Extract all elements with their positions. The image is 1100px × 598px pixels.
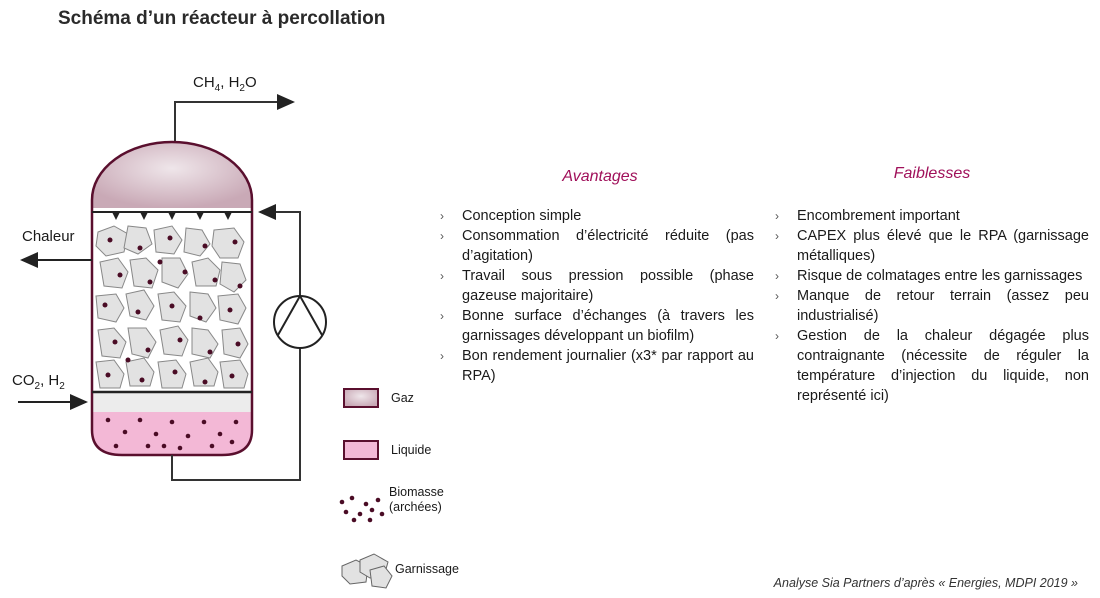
chevron-right-icon: › [440,309,444,323]
gas-outlet-pipe [174,94,295,145]
gas-layer-lower [92,392,252,412]
legend-gaz-swatch [343,388,379,408]
spray-nozzles [112,212,232,220]
avantages-list: ›Conception simple ›Consommation d’élect… [440,206,754,386]
chevron-right-icon: › [440,209,444,223]
packing-bed [95,225,249,389]
legend-liquide-label: Liquide [391,443,432,457]
avantages-heading: Avantages [562,168,638,185]
legend-garnissage-cubes [341,553,393,589]
gas-headspace [92,142,252,208]
chevron-right-icon: › [775,329,779,343]
chevron-right-icon: › [440,349,444,363]
recirculation-loop [171,204,301,481]
gas-inlet-label: CO2, H2 [12,372,65,392]
chevron-right-icon: › [775,229,779,243]
list-item: ›Gestion de la chaleur dégagée plus cont… [775,328,1089,404]
legend-garnissage-label: Garnissage [395,562,459,576]
biomass-dots-liquid [105,417,239,451]
list-item: ›Manque de retour terrain (assez peu ind… [775,288,1089,324]
legend-biomasse-dots [339,495,385,523]
biomass-dots-bed [102,235,243,385]
chevron-right-icon: › [440,229,444,243]
legend-liquide-swatch [343,440,379,460]
faiblesses-heading: Faiblesses [893,165,971,182]
source-note: Analyse Sia Partners d’après « Energies,… [773,576,1078,590]
legend-gaz-label: Gaz [391,391,414,405]
vessel-outline [90,140,254,457]
pump [273,293,327,349]
chevron-right-icon: › [775,269,779,283]
chevron-right-icon: › [440,269,444,283]
heat-label: Chaleur [22,228,75,245]
page-title: Schéma d’un réacteur à percollation [58,8,386,29]
list-item: ›Bonne surface d’échanges (à travers les… [440,308,754,344]
chevron-right-icon: › [775,289,779,303]
list-item: ›Consommation d’électricité réduite (pas… [440,228,754,264]
list-item: ›Bon rendement journalier (x3* par rappo… [440,348,754,384]
list-item: ›Conception simple [440,208,582,224]
list-item: ›Encombrement important [775,208,960,224]
legend-biomasse-label: Biomasse (archées) [389,485,444,514]
list-item: ›CAPEX plus élevé que le RPA (garnissage… [775,228,1089,264]
list-item: ›Travail sous pression possible (phase g… [440,268,754,304]
list-item: ›Risque de colmatages entre les garnissa… [775,268,1083,284]
gas-outlet-label: CH4, H2O [193,74,257,94]
faiblesses-list: ›Encombrement important ›CAPEX plus élev… [775,206,1089,406]
chevron-right-icon: › [775,209,779,223]
liquid-layer [92,412,252,455]
